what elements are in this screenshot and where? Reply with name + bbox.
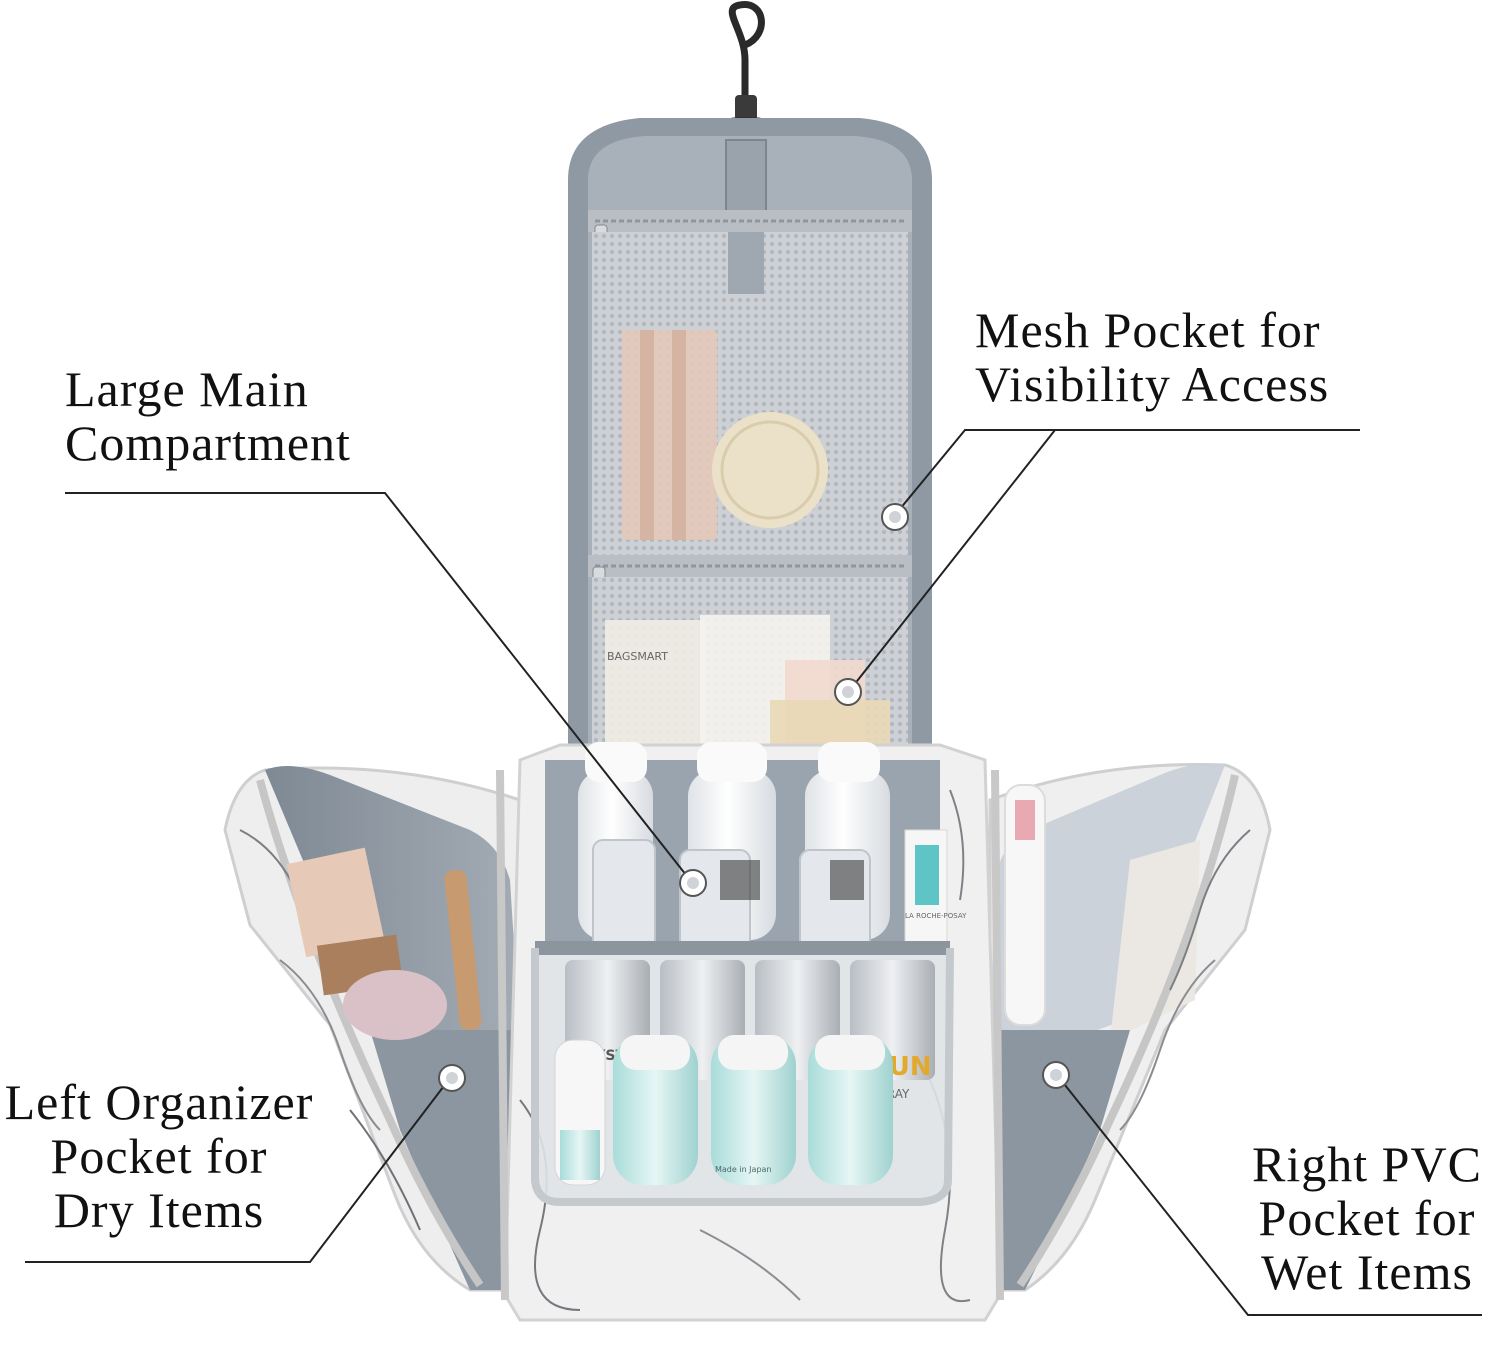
leader-large-main xyxy=(65,492,691,881)
marker-mesh-lower-dot xyxy=(842,686,854,698)
callout-left-organizer-pocket: Left Organizer Pocket for Dry Items xyxy=(0,1075,318,1237)
callout-line: Large Main xyxy=(65,361,309,417)
roche-posay-label: LA ROCHE-POSAY xyxy=(905,912,967,920)
callout-line: Mesh Pocket for xyxy=(975,302,1321,358)
callout-right-pvc-pocket: Right PVC Pocket for Wet Items xyxy=(1238,1137,1496,1299)
right-pvc-pocket xyxy=(988,762,1272,1292)
leader-mesh-upper xyxy=(894,429,1360,516)
main-compartment: LA ROCHE-POSAY CRYSTAL SUN SPRAY Made in… xyxy=(496,742,1004,1322)
marker-right-dot xyxy=(1050,1069,1062,1081)
marker-left-dot xyxy=(446,1072,458,1084)
leader-right xyxy=(1056,1074,1482,1316)
marker-mesh-upper-dot xyxy=(889,511,901,523)
callout-large-main-compartment: Large Main Compartment xyxy=(65,362,351,470)
callout-line: Pocket for xyxy=(50,1128,268,1184)
callout-markers xyxy=(438,503,1070,1092)
callout-line: Left Organizer xyxy=(4,1074,314,1130)
callout-line: Right PVC xyxy=(1252,1136,1482,1192)
leader-mesh-lower xyxy=(849,429,1056,691)
marker-main-dot xyxy=(687,877,699,889)
callout-line: Compartment xyxy=(65,415,351,471)
callout-line: Pocket for xyxy=(1258,1190,1476,1246)
callout-line: Wet Items xyxy=(1261,1244,1473,1300)
hanging-flap: BAGSMART xyxy=(568,118,932,770)
callout-mesh-pocket: Mesh Pocket for Visibility Access xyxy=(975,303,1329,411)
callout-leaders xyxy=(25,429,1482,1316)
callout-line: Dry Items xyxy=(53,1182,265,1238)
left-organizer-pocket xyxy=(223,766,522,1292)
brand-tag: BAGSMART xyxy=(607,650,668,663)
callout-line: Visibility Access xyxy=(975,356,1330,412)
made-in-label: Made in Japan xyxy=(715,1165,772,1174)
leader-left xyxy=(25,1077,451,1263)
